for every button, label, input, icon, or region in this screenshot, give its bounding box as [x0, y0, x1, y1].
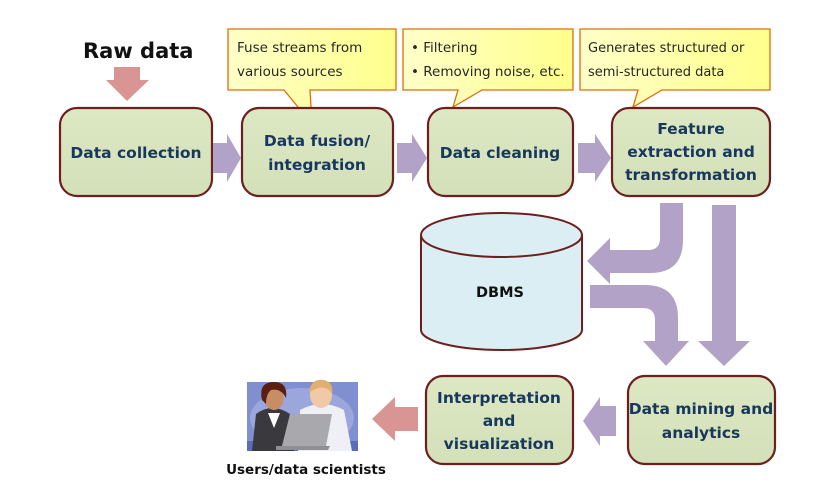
people-at-laptop-icon	[247, 379, 358, 451]
step-data-cleaning-label: Data cleaning	[440, 144, 561, 162]
callout-feature-line-2: semi-structured data	[588, 65, 724, 80]
arrow-feature-to-mining-icon	[698, 205, 750, 366]
step-data-cleaning: Data cleaning	[426, 106, 575, 198]
arrow-feature-to-dbms-icon	[587, 203, 683, 284]
callout-cleaning: • Filtering • Removing noise, etc.	[402, 28, 574, 109]
raw-data-label: Raw data	[83, 39, 193, 63]
arrow-fusion-to-cleaning-icon	[397, 134, 427, 182]
step-data-fusion: Data fusion/ integration	[240, 106, 395, 198]
step-data-collection: Data collection	[58, 106, 214, 198]
raw-data-arrow-icon	[106, 67, 149, 101]
callout-cleaning-line-2: • Removing noise, etc.	[411, 64, 565, 80]
step-interpretation-label-1: Interpretation	[437, 389, 561, 407]
arrow-mining-to-interpretation-icon	[583, 397, 616, 446]
step-data-collection-label: Data collection	[70, 144, 201, 162]
step-feature-extraction-label-3: transformation	[625, 166, 757, 184]
callout-fusion-line-2: various sources	[237, 64, 343, 80]
step-interpretation-label-3: visualization	[444, 435, 555, 453]
arrow-cleaning-to-feature-icon	[578, 134, 611, 182]
arrow-interpretation-to-users-icon	[372, 397, 418, 441]
callout-feature: Generates structured or semi-structured …	[579, 28, 771, 109]
callout-feature-line-1: Generates structured or	[588, 41, 745, 56]
dbms-label: DBMS	[476, 285, 524, 301]
step-interpretation-label-2: and	[483, 412, 516, 430]
step-feature-extraction-label-1: Feature	[657, 120, 725, 138]
step-data-fusion-label-1: Data fusion/	[264, 132, 371, 150]
step-data-mining-label-1: Data mining and	[629, 400, 774, 418]
arrow-collection-to-fusion-icon	[213, 134, 241, 182]
callout-fusion: Fuse streams from various sources	[227, 28, 397, 126]
step-data-mining: Data mining and analytics	[626, 374, 777, 466]
callout-fusion-line-1: Fuse streams from	[237, 40, 362, 56]
users-label: Users/data scientists	[226, 462, 386, 478]
callout-cleaning-line-1: • Filtering	[411, 40, 478, 56]
step-feature-extraction: Feature extraction and transformation	[610, 106, 772, 198]
step-data-fusion-label-2: integration	[268, 156, 366, 174]
step-interpretation: Interpretation and visualization	[424, 374, 575, 466]
step-feature-extraction-label-2: extraction and	[627, 143, 755, 161]
step-data-mining-label-2: analytics	[662, 424, 741, 442]
dbms-cylinder: DBMS	[420, 212, 583, 351]
arrow-dbms-to-mining-icon	[590, 285, 689, 366]
